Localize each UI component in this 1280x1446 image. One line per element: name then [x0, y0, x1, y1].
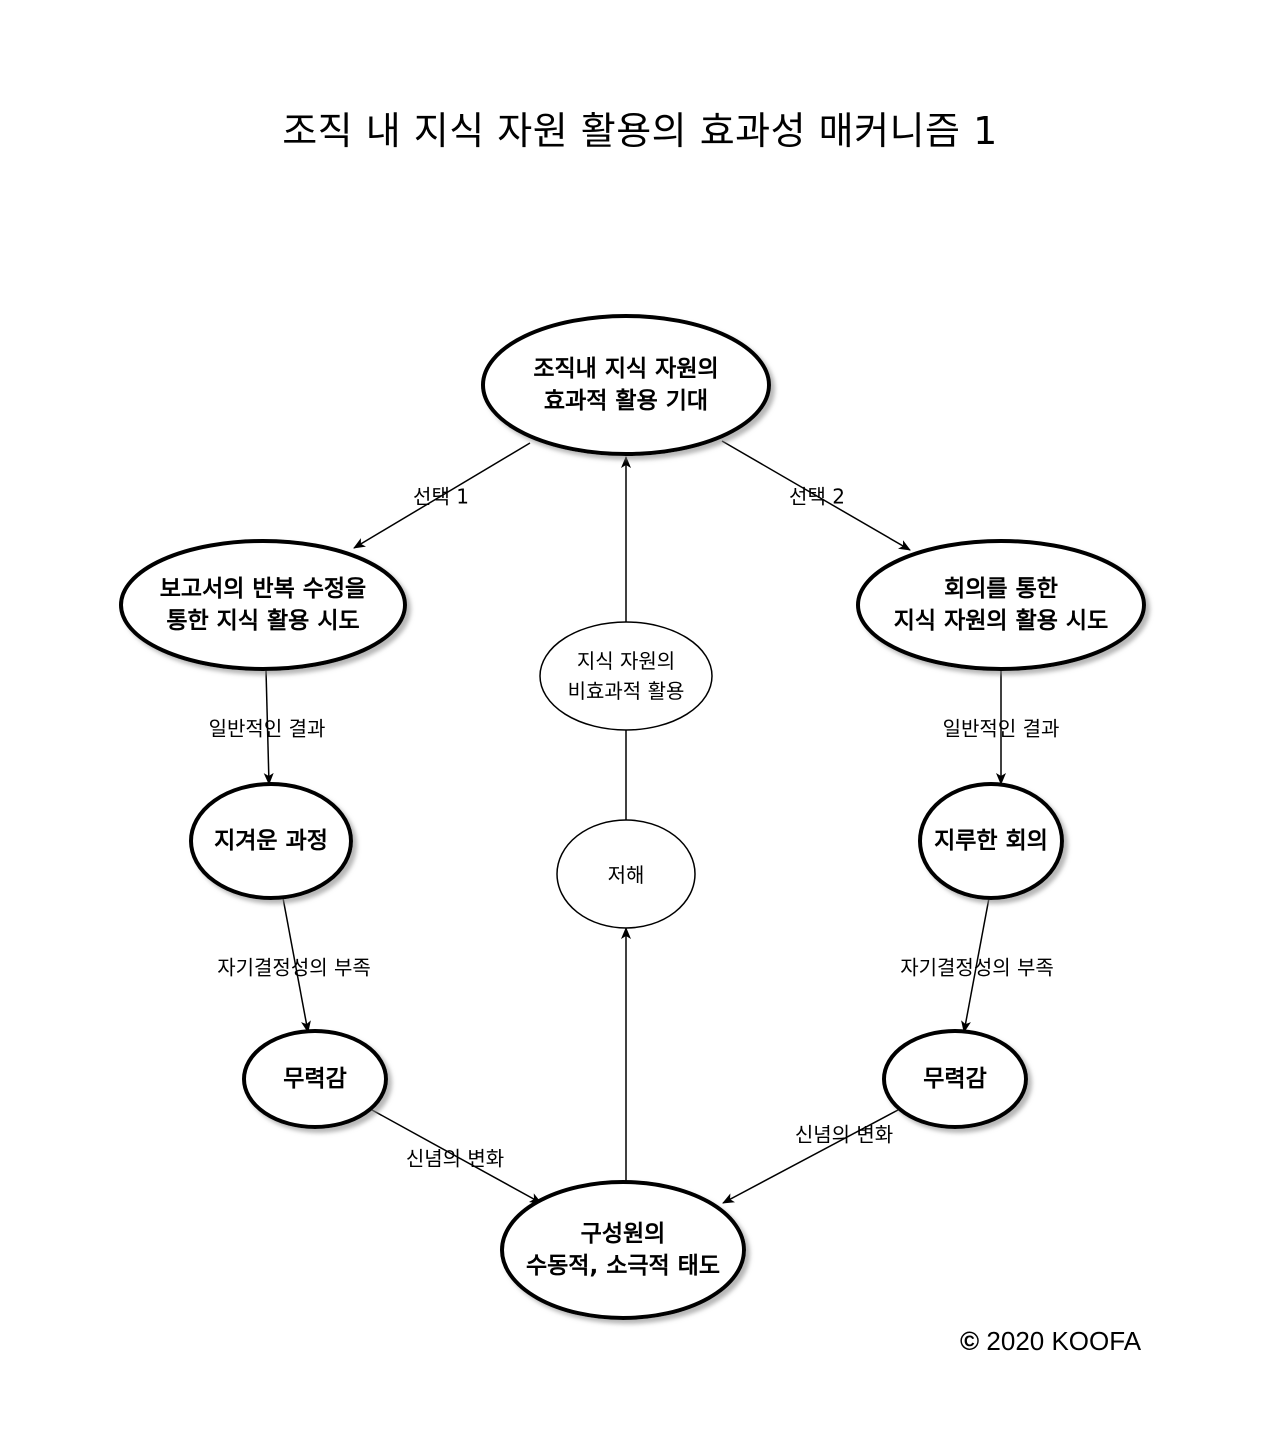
edge-label-choice1: 선택 1 [413, 484, 469, 509]
node-inefficient-line2: 비효과적 활용 [567, 679, 685, 703]
node-helpless-left-shape [242, 1029, 388, 1129]
node-inefficient-line1: 지식 자원의 [576, 649, 676, 673]
edge-helpless-right-to-passive [722, 1109, 899, 1204]
copyright-text: 2020 KOOFA [986, 1326, 1142, 1356]
edge-helpless-left-to-passive [371, 1109, 542, 1204]
node-report-shape [119, 539, 407, 671]
edge-expectation-to-report [353, 442, 531, 549]
copyright-notice: © 2020 KOOFA [960, 1326, 1200, 1357]
node-expectation: 조직내 지식 자원의 효과적 활용 기대 [496, 350, 756, 420]
diagram-title: 조직 내 지식 자원 활용의 효과성 매커니즘 1 [282, 109, 998, 153]
node-passive-line1: 구성원의 [580, 1221, 666, 1247]
edge-label-result-left: 일반적인 결과 [208, 716, 326, 741]
node-passive-shape [500, 1180, 746, 1320]
node-inefficient-shape [539, 621, 713, 731]
edge-label-choice2: 선택 2 [789, 484, 845, 509]
node-expectation-shape [481, 314, 771, 456]
edge-label-lack-left: 자기결정성의 부족 [217, 955, 371, 980]
node-tedious-line1: 지겨운 과정 [214, 828, 328, 854]
node-report-line2: 통한 지식 활용 시도 [166, 608, 360, 634]
node-expectation-line2: 효과적 활용 기대 [543, 388, 709, 414]
edge-expectation-to-meeting [721, 440, 911, 551]
node-hindrance-shape [556, 819, 696, 929]
node-helpless-right: 무력감 [895, 1059, 1015, 1099]
edge-label-belief-left: 신념의 변화 [405, 1146, 505, 1171]
node-helpless-right-shape [882, 1029, 1028, 1129]
edge-label-lack-right: 자기결정성의 부족 [900, 955, 1054, 980]
edge-label-belief-right: 신념의 변화 [794, 1122, 894, 1147]
node-tedious-shape [189, 782, 353, 900]
node-report-line1: 보고서의 반복 수정을 [159, 576, 367, 602]
node-inefficient: 지식 자원의 비효과적 활용 [540, 646, 712, 706]
node-hindrance: 저해 [566, 859, 686, 891]
node-helpless-right-line1: 무력감 [923, 1066, 987, 1092]
node-meeting-shape [856, 539, 1146, 671]
edge-tedious-to-helpless-left [282, 897, 311, 1033]
copyright-symbol: © [960, 1326, 980, 1356]
node-helpless-left-line1: 무력감 [283, 1066, 347, 1092]
node-passive: 구성원의 수동적, 소극적 태도 [503, 1215, 743, 1285]
edge-label-result-right: 일반적인 결과 [942, 716, 1060, 741]
node-boring-meeting: 지루한 회의 [921, 821, 1061, 861]
node-boring-shape [918, 782, 1064, 900]
edge-report-to-tedious [263, 669, 274, 785]
node-boring-line1: 지루한 회의 [934, 828, 1048, 854]
node-hindrance-line1: 저해 [607, 863, 645, 887]
node-expectation-line1: 조직내 지식 자원의 [533, 356, 719, 382]
edge-boring-to-helpless-right [961, 897, 990, 1033]
node-passive-line2: 수동적, 소극적 태도 [525, 1253, 721, 1279]
node-meeting: 회의를 통한 지식 자원의 활용 시도 [866, 570, 1136, 640]
node-meeting-line2: 지식 자원의 활용 시도 [893, 608, 1109, 634]
node-helpless-left: 무력감 [255, 1059, 375, 1099]
node-tedious-process: 지겨운 과정 [196, 821, 346, 861]
node-meeting-line1: 회의를 통한 [944, 576, 1058, 602]
node-report: 보고서의 반복 수정을 통한 지식 활용 시도 [128, 570, 398, 640]
